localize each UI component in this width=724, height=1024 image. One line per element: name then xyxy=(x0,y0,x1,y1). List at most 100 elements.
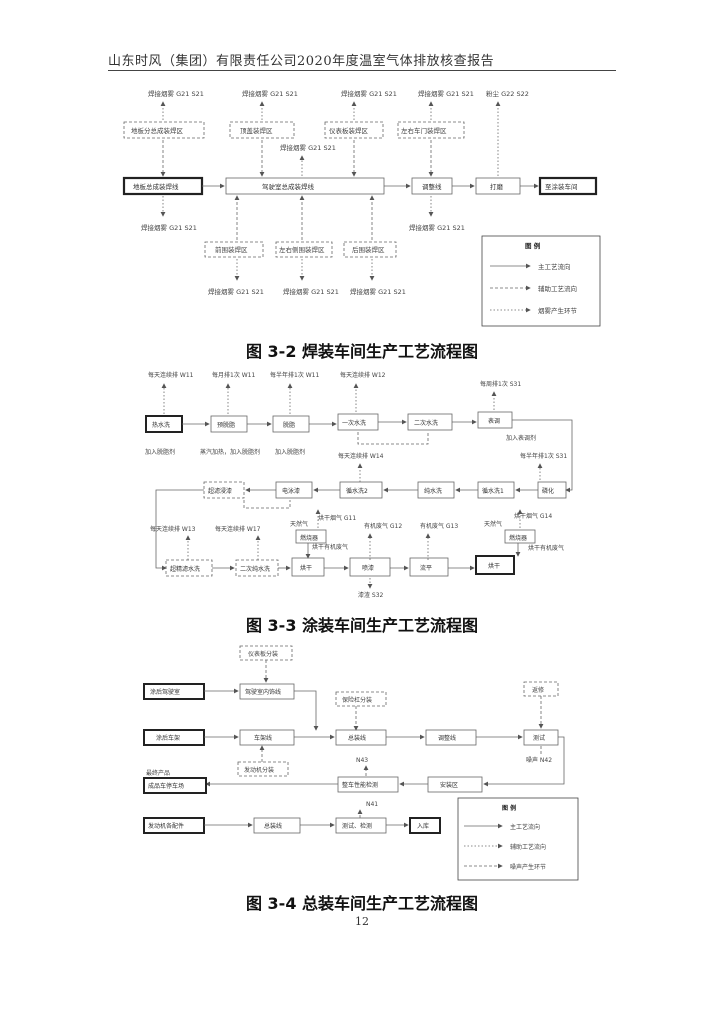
f32-zone-side xyxy=(275,241,333,258)
f33-row2-label-2: 每半年排1次 S31 xyxy=(520,452,567,460)
f32-bottom-emission-2: 焊接烟雾 G21 S21 xyxy=(283,287,339,296)
f32-below-emission-1: 焊接烟雾 G21 S21 xyxy=(141,223,197,232)
f33-box-wash1-label: 一次水洗 xyxy=(342,419,366,427)
f33-bottom-label: 漆渣 S32 xyxy=(358,591,384,599)
f32-top-emission-5: 粉尘 G22 S22 xyxy=(486,89,529,98)
f34-box-assembly-line-2 xyxy=(253,817,301,834)
figure-3-3-caption: 图 3-3 涂装车间生产工艺流程图 xyxy=(245,616,479,635)
f33-burner-1 xyxy=(295,529,327,544)
f34-box-warehouse xyxy=(409,817,441,834)
f33-box-pure-label: 纯水洗 xyxy=(424,487,442,495)
f34-box-install-area-label: 安装区 xyxy=(440,781,458,789)
f32-legend xyxy=(481,235,601,327)
f33-row1-bottom-3: 加入脱脂剂 xyxy=(275,448,305,456)
f32-zone-door xyxy=(397,121,465,139)
f32-main-cab-label: 驾驶室总成装焊线 xyxy=(262,182,315,191)
f32-zone-side-label: 左右侧围装焊区 xyxy=(279,245,325,254)
f32-bottom-emission-1: 焊接烟雾 G21 S21 xyxy=(208,287,264,296)
f32-zone-front xyxy=(204,241,264,258)
f34-sub-engine xyxy=(237,761,289,777)
f32-zone-front-label: 前围装焊区 xyxy=(215,245,248,254)
f33-burner-2-label: 燃烧器 xyxy=(509,534,527,542)
f33-row1-bottom-1: 加入脱脂剂 xyxy=(145,448,175,456)
f34-box-parking-lot xyxy=(143,777,207,794)
flow-arrow xyxy=(483,736,565,787)
f34-box-adjust-line xyxy=(425,729,477,746)
f33-row3-label-2: 每天连续排 W17 xyxy=(215,525,261,533)
f34-box-test-label: 测试 xyxy=(533,734,545,742)
f32-zone-roof xyxy=(229,121,295,139)
flow-arrow xyxy=(294,690,319,731)
f32-top-emission-2: 焊接烟雾 G21 S21 xyxy=(242,89,298,98)
f34-box-final-line-label: 总装线 xyxy=(348,734,366,742)
f32-legend-main: 主工艺流向 xyxy=(538,262,571,271)
figure-3-3: 每天连续排 W11 每月排1次 W11 每半年排1次 W11 每天连续排 W12… xyxy=(145,371,573,599)
f34-box-frame-line-label: 车架线 xyxy=(254,734,272,742)
f33-burner-1-label: 燃烧器 xyxy=(300,534,318,542)
figure-3-4: 仪表板分装 保险杠分装 发动机分装 返修 涂后驾驶室 驾驶室内饰线 涂后车架 车… xyxy=(143,645,579,881)
f34-box-painted-frame xyxy=(143,729,205,746)
f32-top-emission-4: 焊接烟雾 G21 S21 xyxy=(418,89,474,98)
f34-box-test xyxy=(523,729,559,746)
f32-mid-emission: 焊接烟雾 G21 S21 xyxy=(280,143,336,152)
f33-box-dry1-label: 烘干 xyxy=(300,564,312,572)
f34-box-frame-line xyxy=(239,729,295,746)
header-divider xyxy=(108,70,616,71)
f34-box-assembly-line-2-label: 总装线 xyxy=(264,822,282,830)
f34-box-painted-cab xyxy=(143,683,205,700)
f34-box-engine-parts-label: 发动机各配件 xyxy=(148,822,184,830)
f33-row3-label-8: 烘干烟气 G14 xyxy=(514,512,552,520)
f32-zone-floor xyxy=(123,121,205,139)
f34-box-install-area xyxy=(427,776,483,793)
f33-row1-bottom-2: 蒸汽加热，加入脱脂剂 xyxy=(200,448,260,456)
f32-below-emission-2: 焊接烟雾 G21 S21 xyxy=(409,223,465,232)
f32-top-emission-3: 焊接烟雾 G21 S21 xyxy=(341,89,397,98)
f34-label-n41: N41 xyxy=(366,801,378,808)
f34-sub-rework-label: 返修 xyxy=(532,686,544,694)
f34-box-adjust-line-label: 调整线 xyxy=(438,734,456,742)
f33-row3-label-10: 烘干有机废气 xyxy=(528,544,564,552)
f33-row3-label-5: 有机废气 G12 xyxy=(364,522,402,530)
f32-zone-dash-label: 仪表板装焊区 xyxy=(329,126,369,135)
f32-zone-roof-label: 顶盖装焊区 xyxy=(240,126,273,135)
f34-box-test-inspect-label: 测试、检测 xyxy=(342,822,372,830)
f33-row2-label-1: 每天连续排 W14 xyxy=(338,452,384,460)
f34-legend-aux: 辅助工艺流向 xyxy=(510,843,546,851)
f32-main-to-paint-label: 至涂装车间 xyxy=(545,182,578,191)
f33-row3-label-7: 天然气 xyxy=(484,520,502,528)
f34-box-painted-frame-label: 涂后车架 xyxy=(156,734,180,742)
f33-row1-top-1: 每天连续排 W11 xyxy=(148,371,194,379)
f34-sub-dash-assembly-label: 仪表板分装 xyxy=(248,650,278,658)
f33-row1-top-4: 每天连续排 W12 xyxy=(340,371,386,379)
f32-main-floor-label: 地板总成装焊线 xyxy=(133,182,179,191)
f32-bottom-emission-3: 焊接烟雾 G21 S21 xyxy=(350,287,406,296)
f32-main-adjust-label: 调整线 xyxy=(422,182,442,191)
f33-box-superfine-label: 超精滤水洗 xyxy=(170,565,200,573)
f33-box-hot-wash-label: 热水洗 xyxy=(152,421,170,429)
f33-row1-top-5: 每周排1次 S31 xyxy=(480,380,521,388)
f33-row1-bottom-4: 加入表调剂 xyxy=(506,434,536,442)
f34-sub-bumper xyxy=(335,691,387,707)
f32-zone-rear xyxy=(343,241,397,258)
f34-sub-engine-label: 发动机分装 xyxy=(244,766,274,774)
f33-box-level xyxy=(409,557,449,577)
f34-box-painted-cab-label: 涂后驾驶室 xyxy=(150,688,180,696)
f33-box-cycle1-label: 循水洗1 xyxy=(482,487,504,495)
f33-box-degrease-label: 脱脂 xyxy=(283,421,295,429)
f32-main-grind-label: 打磨 xyxy=(490,182,504,191)
f32-zone-rear-label: 后围装焊区 xyxy=(352,245,385,254)
f33-box-pure2-label: 二次纯水洗 xyxy=(240,565,270,573)
f33-box-epaint-label: 电泳漆 xyxy=(282,487,300,495)
page-header: 山东时风（集团）有限责任公司2020年度温室气体排放核查报告 xyxy=(108,54,495,69)
f34-legend-title: 图 例 xyxy=(502,804,516,812)
f34-label-noise-n42: 噪声 N42 xyxy=(526,756,552,764)
f33-box-phosphate-label: 磷化 xyxy=(542,487,554,495)
f33-row3-label-3: 天然气 xyxy=(290,520,308,528)
f34-box-parking-lot-label: 成品车停车场 xyxy=(148,782,184,790)
f34-box-cab-trim-label: 驾驶室内饰线 xyxy=(245,688,281,696)
f33-row1-top-3: 每半年排1次 W11 xyxy=(270,371,319,379)
f33-row3-label-9: 烘干有机废气 xyxy=(312,543,348,551)
f33-box-level-label: 流平 xyxy=(420,564,432,572)
f34-box-final-line xyxy=(335,729,387,746)
